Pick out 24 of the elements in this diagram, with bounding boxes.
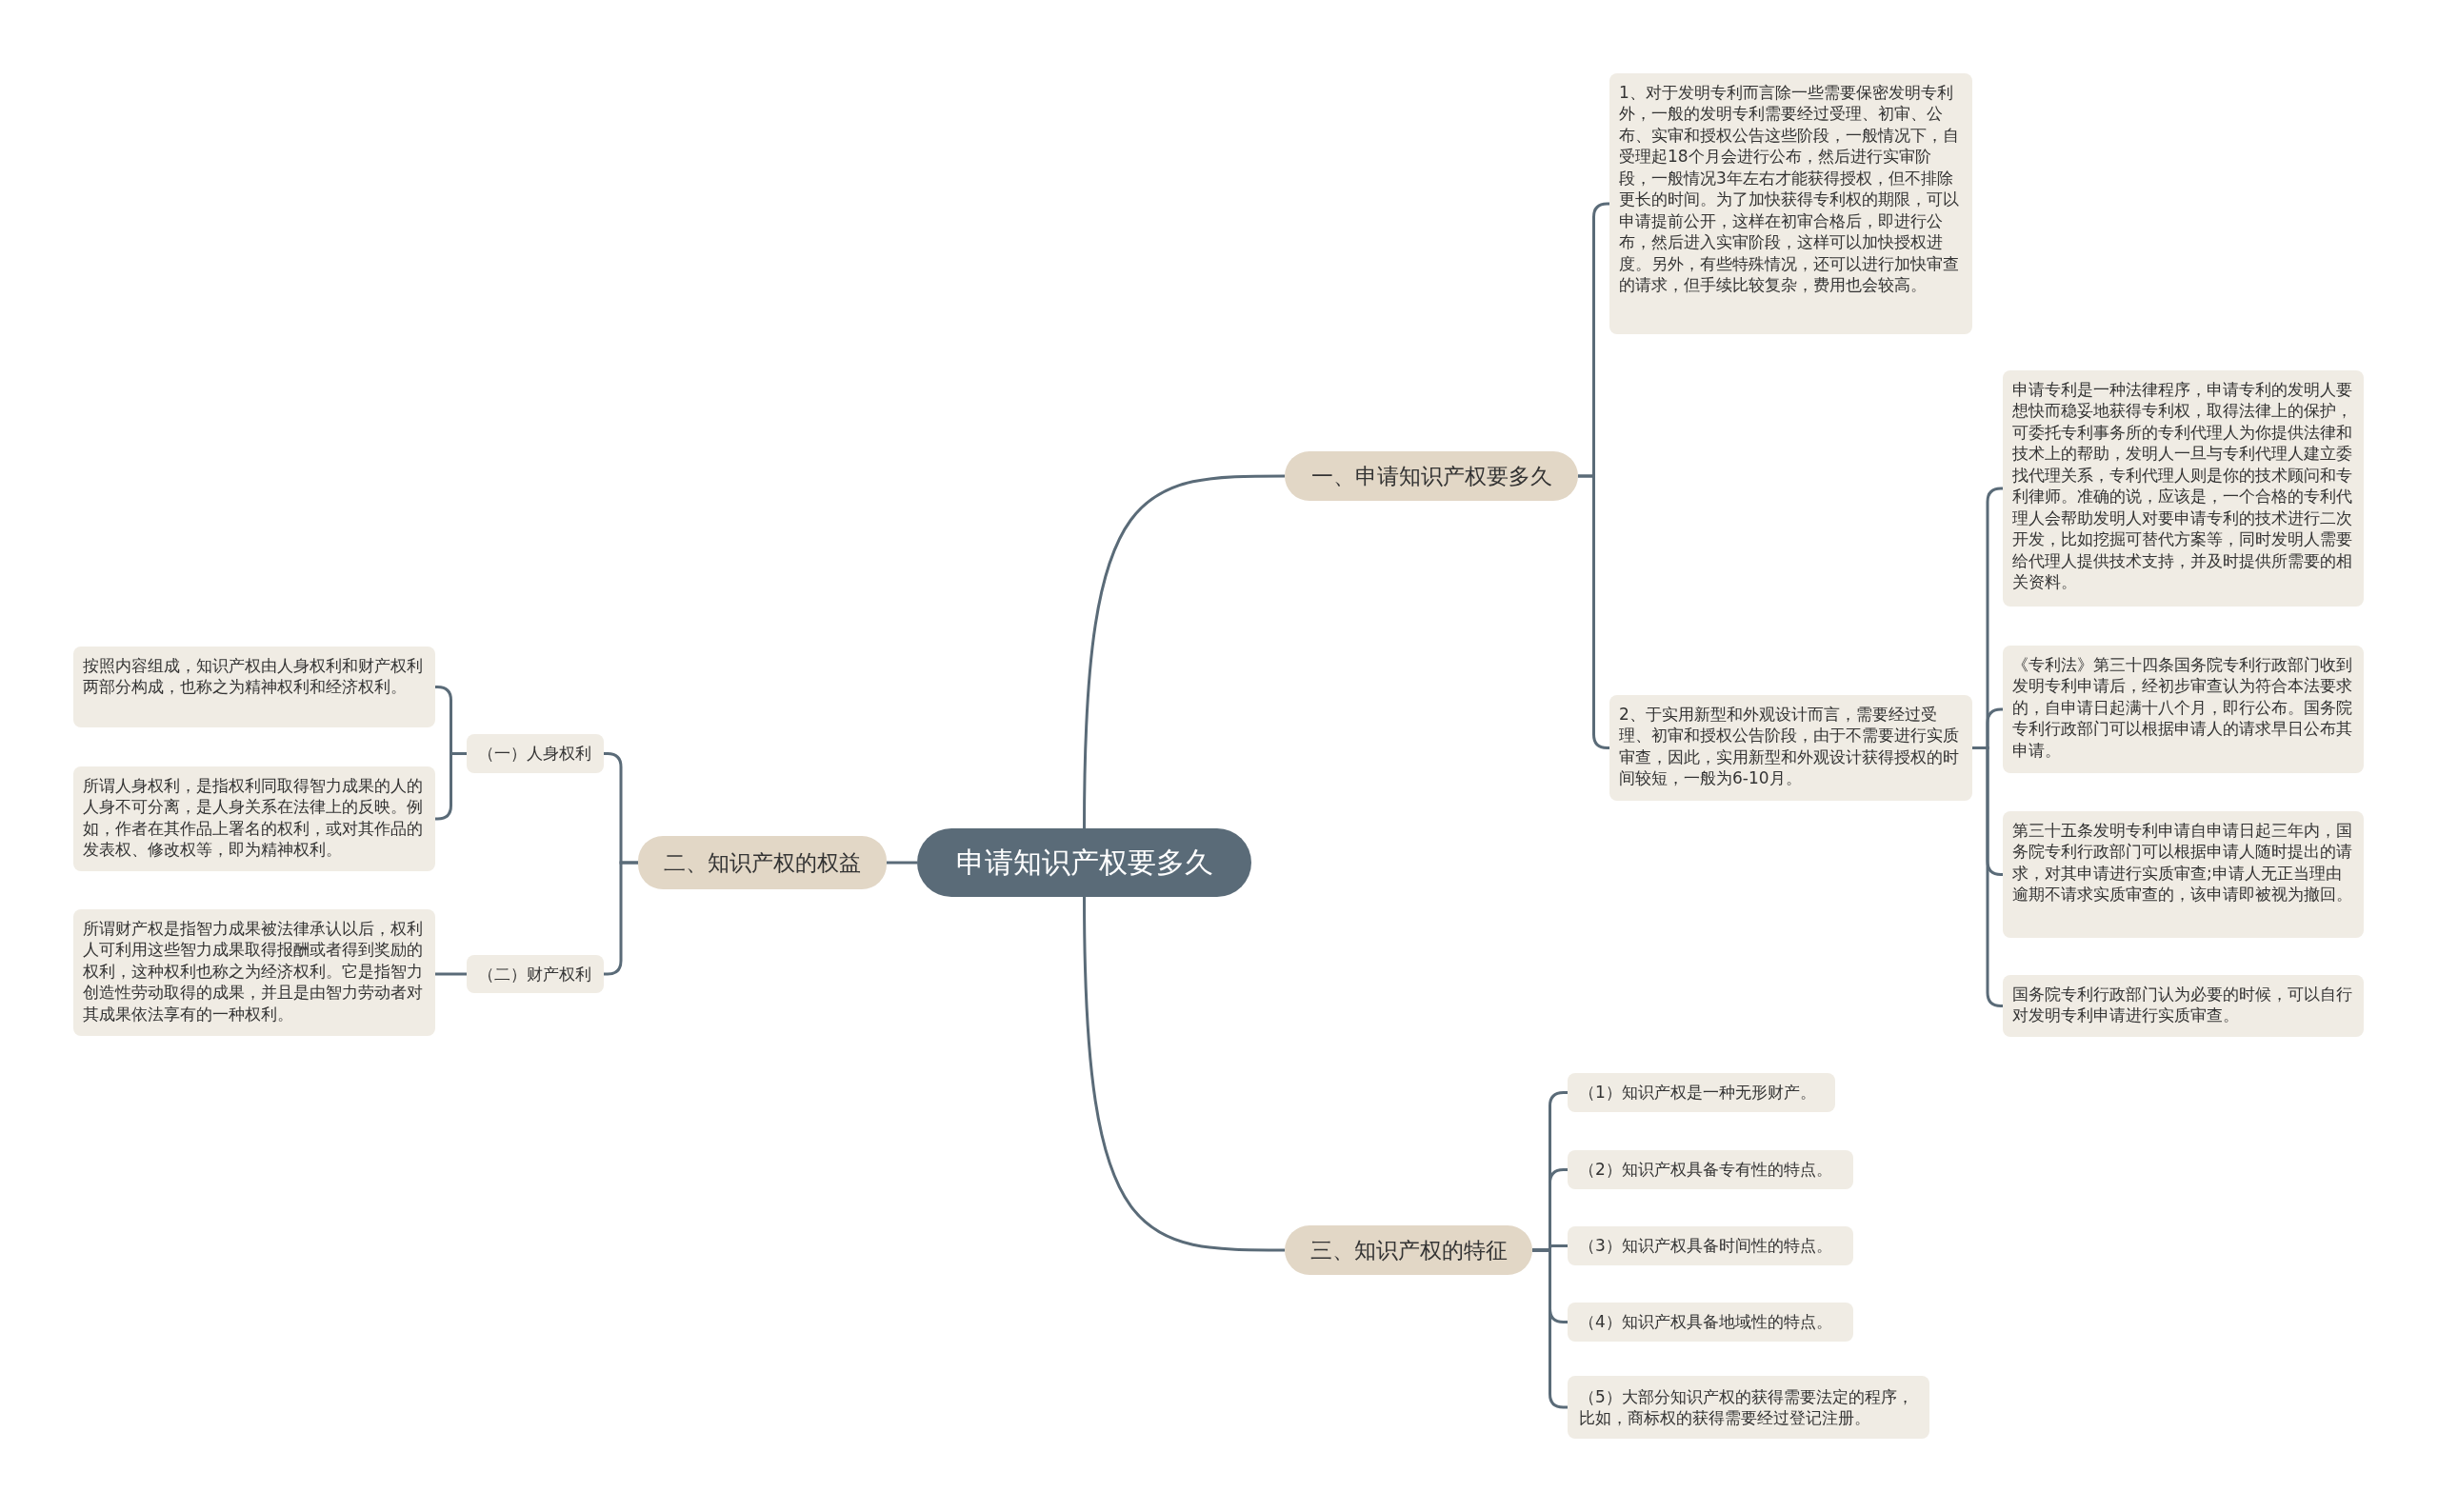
text-card: 申请专利是一种法律程序，申请专利的发明人要想快而稳妥地获得专利权，取得法律上的保护，可委托专利事务所的专利代理人为你提供法律和技术上的帮助，发明人一旦与专利代理人建立委找代理关系，专利代理人则是你的技术顾问和专利律师。准确的说，应该是，一个合格的专利代理人会帮助发明人对要申请专利的技术进行二次开发，比如挖掘可替代方案等，同时发明人需要给代理人提供技术支持，并及时提供所需要的相关资料。: [2003, 370, 2364, 607]
text-card: 国务院专利行政部门认为必要的时候，可以自行对发明专利申请进行实质审查。: [2003, 975, 2364, 1037]
connector-line: [887, 861, 917, 865]
text-card: 2、于实用新型和外观设计而言，需要经过受理、初审和授权公告阶段，由于不需要进行实质审查，因此，实用新型和外观设计获得授权的时间较短，一般为6-10月。: [1609, 695, 1972, 801]
connector-line: [1083, 474, 1285, 829]
connector-line: [1083, 896, 1285, 1252]
branch-topic: 三、知识产权的特征: [1285, 1225, 1532, 1275]
text-card: 所谓人身权利，是指权利同取得智力成果的人的人身不可分离，是人身关系在法律上的反映。例如，作者在其作品上署名的权利，或对其作品的发表权、修改权等，即为精神权利。: [73, 766, 435, 871]
text-card: 第三十五条发明专利申请自申请日起三年内，国务院专利行政部门可以根据申请人随时提出的请求，对其申请进行实质审查;申请人无正当理由逾期不请求实质审查的，该申请即被视为撤回。: [2003, 811, 2364, 938]
connector-line: [435, 972, 467, 976]
text-card: 《专利法》第三十四条国务院专利行政部门收到发明专利申请后，经初步审查认为符合本法要求的，自申请日起满十八个月，即行公布。国务院专利行政部门可以根据申请人的请求早日公布其申请。: [2003, 646, 2364, 773]
subtopic-box: （2）知识产权具备专有性的特点。: [1568, 1150, 1853, 1189]
subtopic-box: （3）知识产权具备时间性的特点。: [1568, 1226, 1853, 1265]
branch-topic: 一、申请知识产权要多久: [1285, 451, 1578, 501]
subtopic-box: （1）知识产权是一种无形财产。: [1568, 1073, 1835, 1112]
subtopic-box: （一）人身权利: [467, 734, 604, 773]
branch-topic: 二、知识产权的权益: [638, 836, 887, 889]
central-topic: 申请知识产权要多久: [917, 828, 1251, 897]
text-card: 1、对于发明专利而言除一些需要保密发明专利外，一般的发明专利需要经过受理、初审、公布、实审和授权公告这些阶段，一般情况下，自受理起18个月会进行公布，然后进行实审阶段，一般情况3年左右才能获得授权，但不排除更长的时间。为了加快获得专利权的期限，可以申请提前公开，这样在初审合格后，即进行公布，然后进入实审阶段，这样可以加快授权进度。另外，有些特殊情况，还可以进行加快审查的请求，但手续比较复杂，费用也会较高。: [1609, 73, 1972, 334]
text-card: 所谓财产权是指智力成果被法律承认以后，权利人可利用这些智力成果取得报酬或者得到奖励的权利，这种权利也称之为经济权利。它是指智力创造性劳动取得的成果，并且是由智力劳动者对其成果依法享有的一种权利。: [73, 909, 435, 1036]
text-card: 按照内容组成，知识产权由人身权利和财产权利两部分构成，也称之为精神权利和经济权利。: [73, 647, 435, 727]
subtopic-box: （5）大部分知识产权的获得需要法定的程序，比如，商标权的获得需要经过登记注册。: [1568, 1376, 1929, 1439]
subtopic-box: （二）财产权利: [467, 955, 604, 993]
subtopic-box: （4）知识产权具备地域性的特点。: [1568, 1303, 1853, 1342]
